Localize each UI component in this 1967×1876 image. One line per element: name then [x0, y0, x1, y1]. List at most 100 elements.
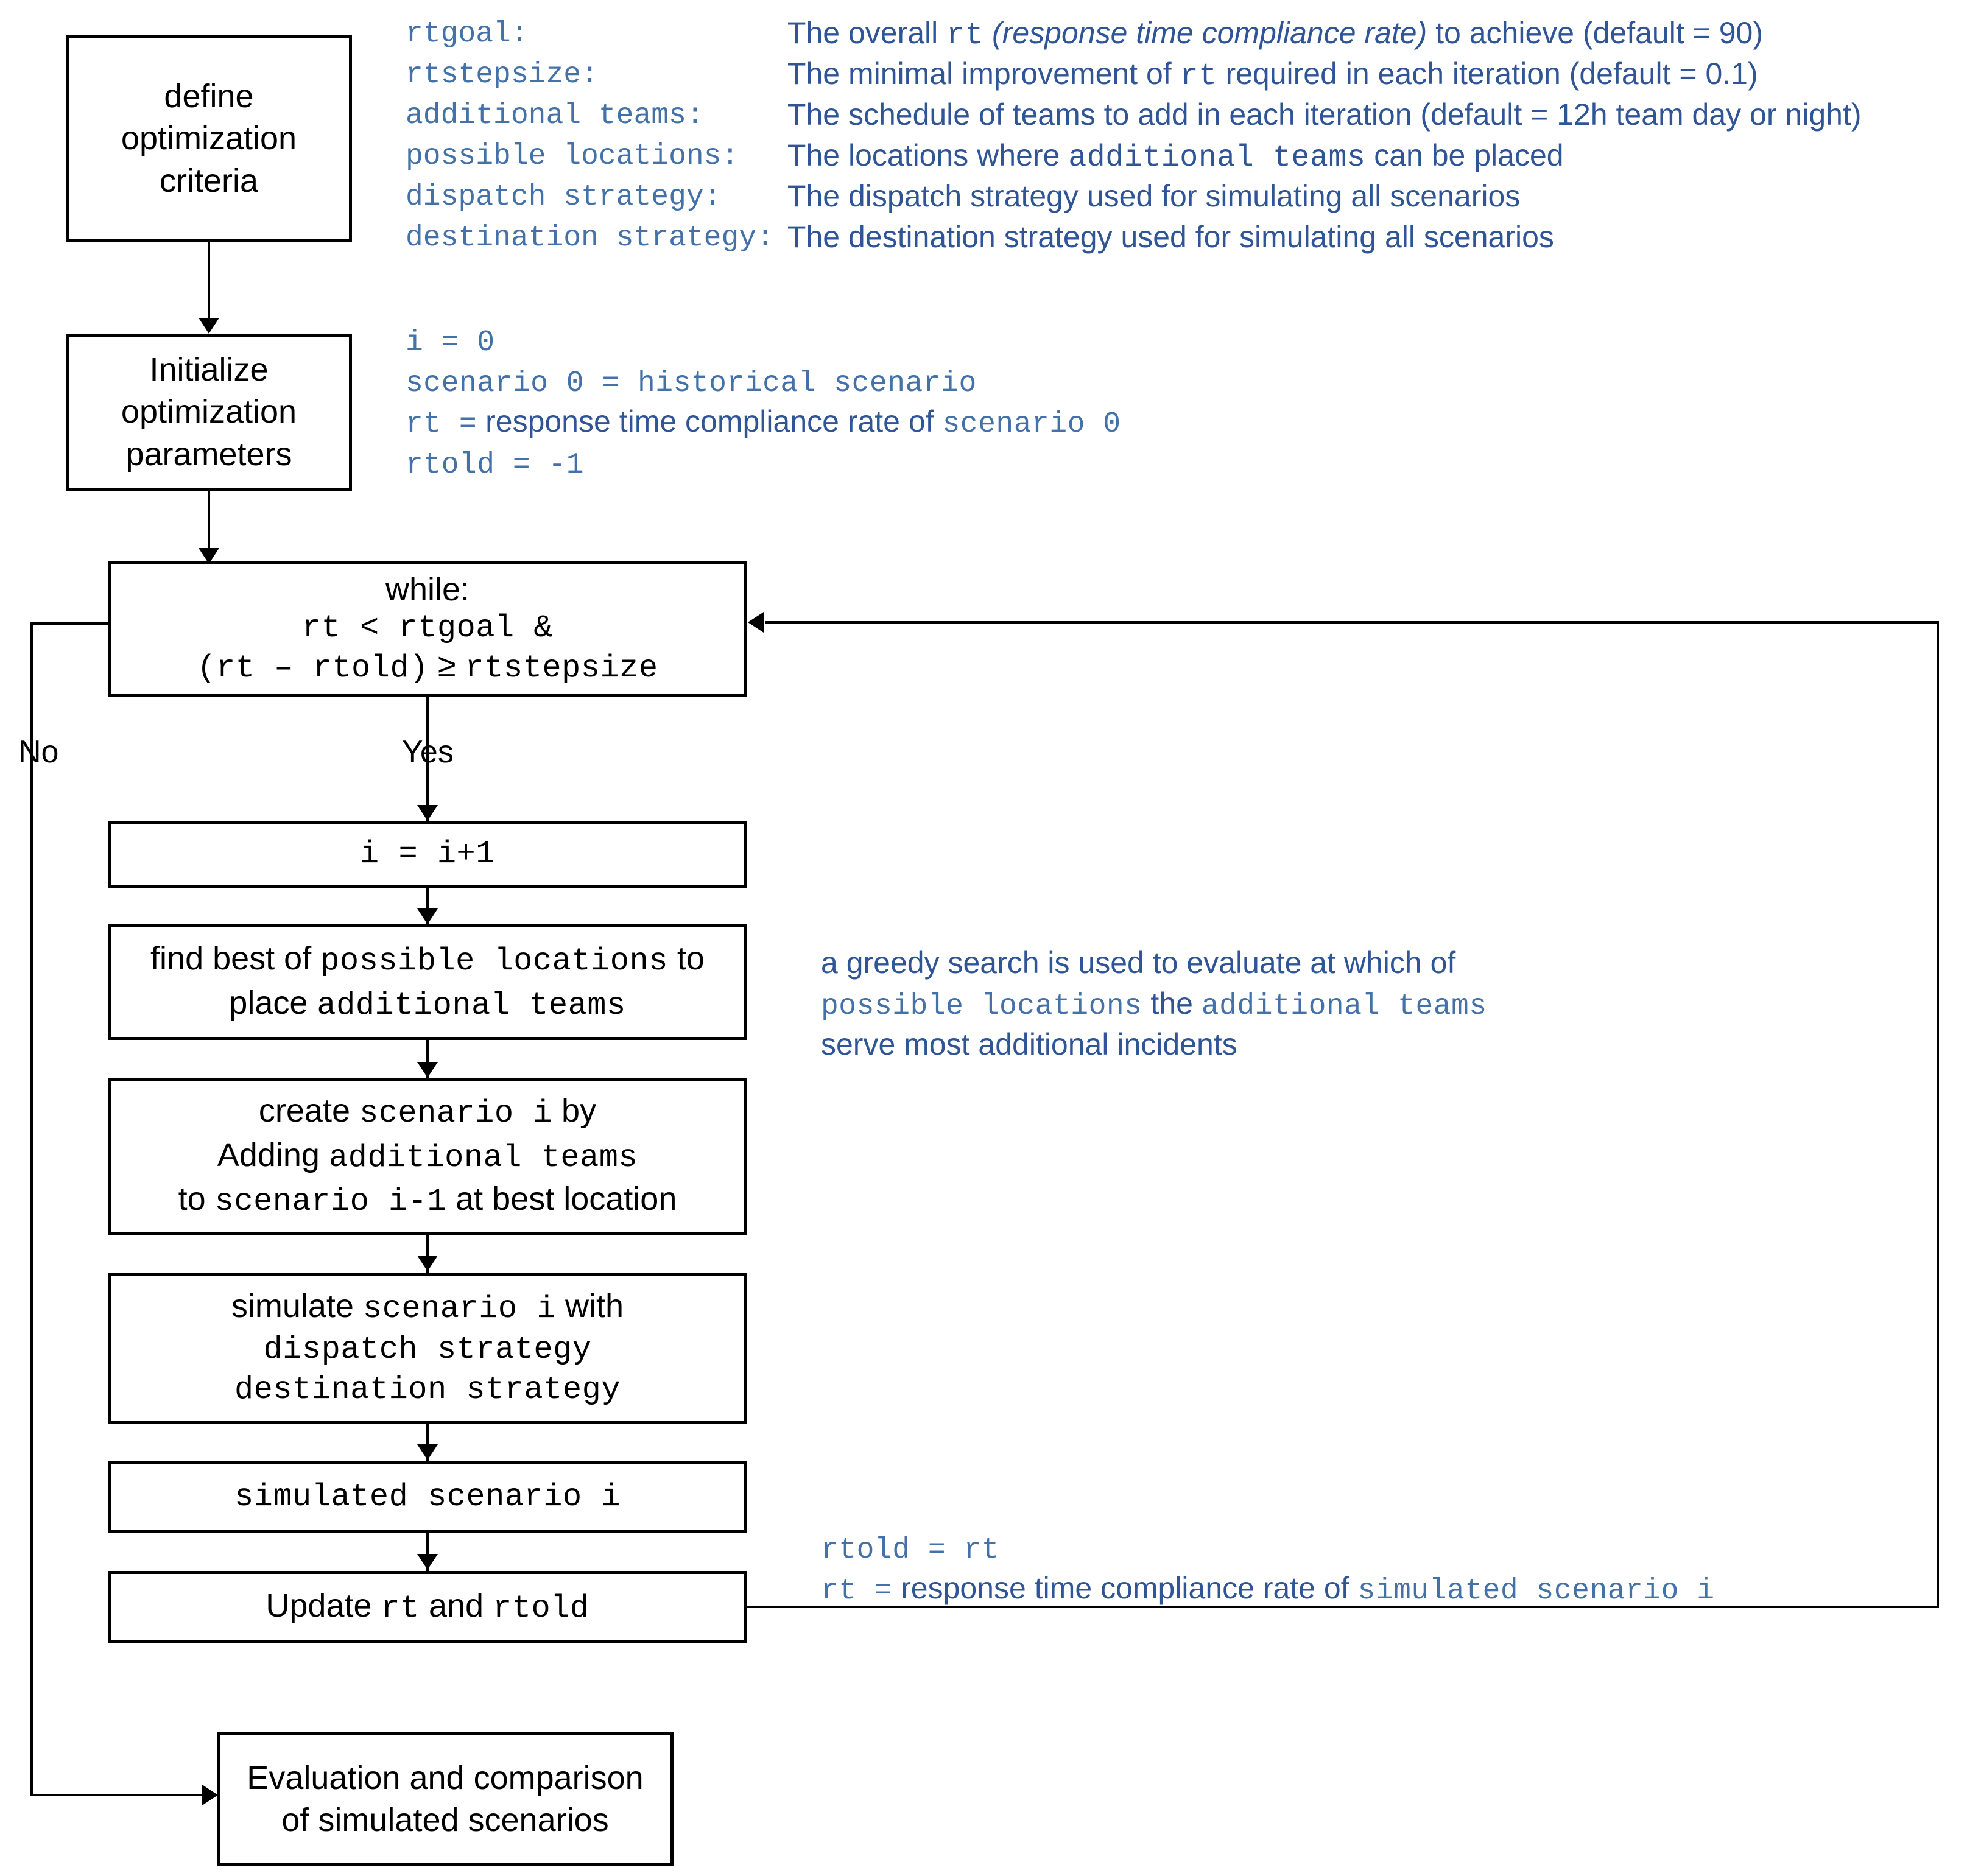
node-line: simulate scenario i with: [231, 1288, 624, 1327]
legend-key: rtstepsize:: [406, 58, 599, 91]
node-line: while:: [385, 571, 470, 608]
legend-key: dispatch strategy:: [406, 180, 722, 214]
node-line: parameters: [125, 435, 292, 473]
criteria-legend: rtgoal: The overall rt (response time co…: [406, 13, 1861, 258]
legend-value: The overall rt (response time compliance…: [787, 15, 1763, 53]
connector-no-to-evaluation: [30, 1794, 207, 1796]
code-span: scenario i-1: [214, 1184, 447, 1220]
code-span: additional teams: [1201, 990, 1487, 1023]
legend-row: rtgoal: The overall rt (response time co…: [406, 13, 1861, 54]
node-line: rt < rtgoal &: [301, 610, 554, 646]
annotation-line: rtold = rt: [821, 1527, 1715, 1568]
legend-row: possible locations: The locations where …: [406, 136, 1861, 177]
node-line: dispatch strategy: [263, 1331, 592, 1368]
node-simulate-scenario[interactable]: simulate scenario i with dispatch strate…: [108, 1273, 747, 1424]
node-line: criteria: [159, 162, 259, 199]
edge-label-yes: Yes: [402, 734, 454, 770]
annotation-line: scenario 0 = historical scenario: [406, 360, 1121, 401]
node-define-optimization-criteria[interactable]: define optimization criteria: [66, 35, 352, 242]
code-span: rtold = rt: [821, 1534, 1000, 1567]
init-parameters-annotation: i = 0 scenario 0 = historical scenario r…: [406, 320, 1121, 483]
connector-loop-back-horizontal-bottom: [747, 1606, 1939, 1608]
code-span: scenario 0: [942, 408, 1121, 441]
annotation-line: possible locations the additional teams: [821, 986, 1487, 1023]
connector-yes-vertical: [426, 697, 429, 821]
code-span: scenario 0 = historical scenario: [406, 367, 977, 400]
node-line: destination strategy: [234, 1372, 621, 1408]
code-span: additional teams: [317, 988, 626, 1024]
arrowhead-down: [417, 1256, 438, 1271]
node-line: Evaluation and comparison: [247, 1759, 644, 1796]
annotation-line: rt = response time compliance rate of si…: [821, 1571, 1715, 1607]
code-span: rtold = -1: [406, 449, 585, 482]
code-span: additional teams: [328, 1139, 638, 1176]
edge-label-no: No: [18, 734, 59, 770]
connector-findbest-to-create: [426, 1040, 429, 1078]
legend-key: possible locations:: [406, 139, 739, 173]
code-span: i = 0: [406, 326, 495, 359]
code-span: rtold: [493, 1590, 589, 1626]
update-rt-annotation: rtold = rt rt = response time compliance…: [821, 1527, 1715, 1609]
code-span: scenario i: [362, 1291, 557, 1327]
node-update-rt[interactable]: Update rt and rtold: [108, 1571, 747, 1643]
arrowhead-left: [748, 612, 764, 633]
arrowhead-down: [199, 318, 219, 334]
arrowhead-down: [417, 1554, 438, 1570]
node-line: Update rt and rtold: [266, 1587, 589, 1626]
node-initialize-optimization-parameters[interactable]: Initialize optimization parameters: [66, 334, 352, 491]
node-find-best-location[interactable]: find best of possible locations to place…: [108, 924, 747, 1040]
arrowhead-down: [417, 805, 438, 821]
code-span: rt: [1180, 58, 1217, 94]
node-while-condition[interactable]: while: rt < rtgoal & (rt – rtold) ≥ rtst…: [108, 561, 747, 697]
connector-simulate-to-result: [426, 1424, 429, 1461]
code-span: rt: [946, 18, 984, 53]
node-create-scenario[interactable]: create scenario i by Adding additional t…: [108, 1078, 747, 1235]
node-line: define: [164, 78, 254, 115]
legend-key: destination strategy:: [406, 221, 774, 255]
legend-row: destination strategy: The destination st…: [406, 217, 1861, 258]
node-evaluation-comparison[interactable]: Evaluation and comparison of simulated s…: [217, 1732, 674, 1866]
annotation-line: rtold = -1: [406, 442, 1121, 483]
connector-no-vertical: [30, 622, 33, 1795]
connector-increment-to-findbest: [426, 888, 429, 924]
annotation-line: serve most additional incidents: [821, 1027, 1237, 1061]
node-line: (rt – rtold) ≥ rtstepsize: [197, 647, 658, 687]
node-line: simulated scenario i: [234, 1478, 621, 1515]
node-line: place additional teams: [229, 985, 626, 1024]
code-span: additional teams: [1068, 140, 1366, 175]
connector-define-to-init: [208, 242, 210, 321]
node-line: optimization: [121, 120, 297, 157]
arrowhead-down: [417, 1444, 438, 1460]
legend-row: additional teams: The schedule of teams …: [406, 95, 1861, 136]
node-line: Adding additional teams: [217, 1136, 638, 1176]
annotation-line: i = 0: [406, 320, 1121, 360]
node-line: Initialize: [149, 351, 269, 388]
connector-init-to-while: [208, 491, 210, 558]
node-line: create scenario i by: [258, 1092, 597, 1132]
connector-create-to-simulate: [426, 1235, 429, 1273]
node-line: to scenario i-1 at best location: [178, 1181, 677, 1220]
legend-value: The dispatch strategy used for simulatin…: [787, 178, 1521, 213]
legend-value: The schedule of teams to add in each ite…: [787, 97, 1862, 132]
code-span: possible locations: [320, 943, 668, 980]
connector-no-horizontal-out: [30, 622, 110, 625]
annotation-line: a greedy search is used to evaluate at w…: [821, 946, 1456, 980]
code-span: rt =: [406, 408, 477, 441]
node-simulated-scenario-result[interactable]: simulated scenario i: [108, 1461, 747, 1533]
arrowhead-right: [202, 1785, 218, 1805]
legend-value: The locations where additional teams can…: [787, 138, 1564, 175]
node-increment-iteration[interactable]: i = i+1: [108, 821, 747, 888]
code-span: possible locations: [821, 990, 1142, 1023]
node-line: optimization: [121, 393, 297, 430]
legend-row: dispatch strategy: The dispatch strategy…: [406, 177, 1861, 217]
connector-result-to-update: [426, 1533, 429, 1571]
legend-key: additional teams:: [406, 99, 704, 132]
italic-span: (response time compliance rate): [984, 15, 1427, 50]
legend-value: The minimal improvement of rt required i…: [787, 56, 1758, 94]
arrowhead-down: [417, 1062, 438, 1078]
arrowhead-down: [199, 548, 219, 564]
node-line: of simulated scenarios: [281, 1802, 609, 1838]
annotation-line: rt = response time compliance rate of sc…: [406, 404, 1121, 441]
greedy-search-annotation: a greedy search is used to evaluate at w…: [821, 943, 1487, 1065]
